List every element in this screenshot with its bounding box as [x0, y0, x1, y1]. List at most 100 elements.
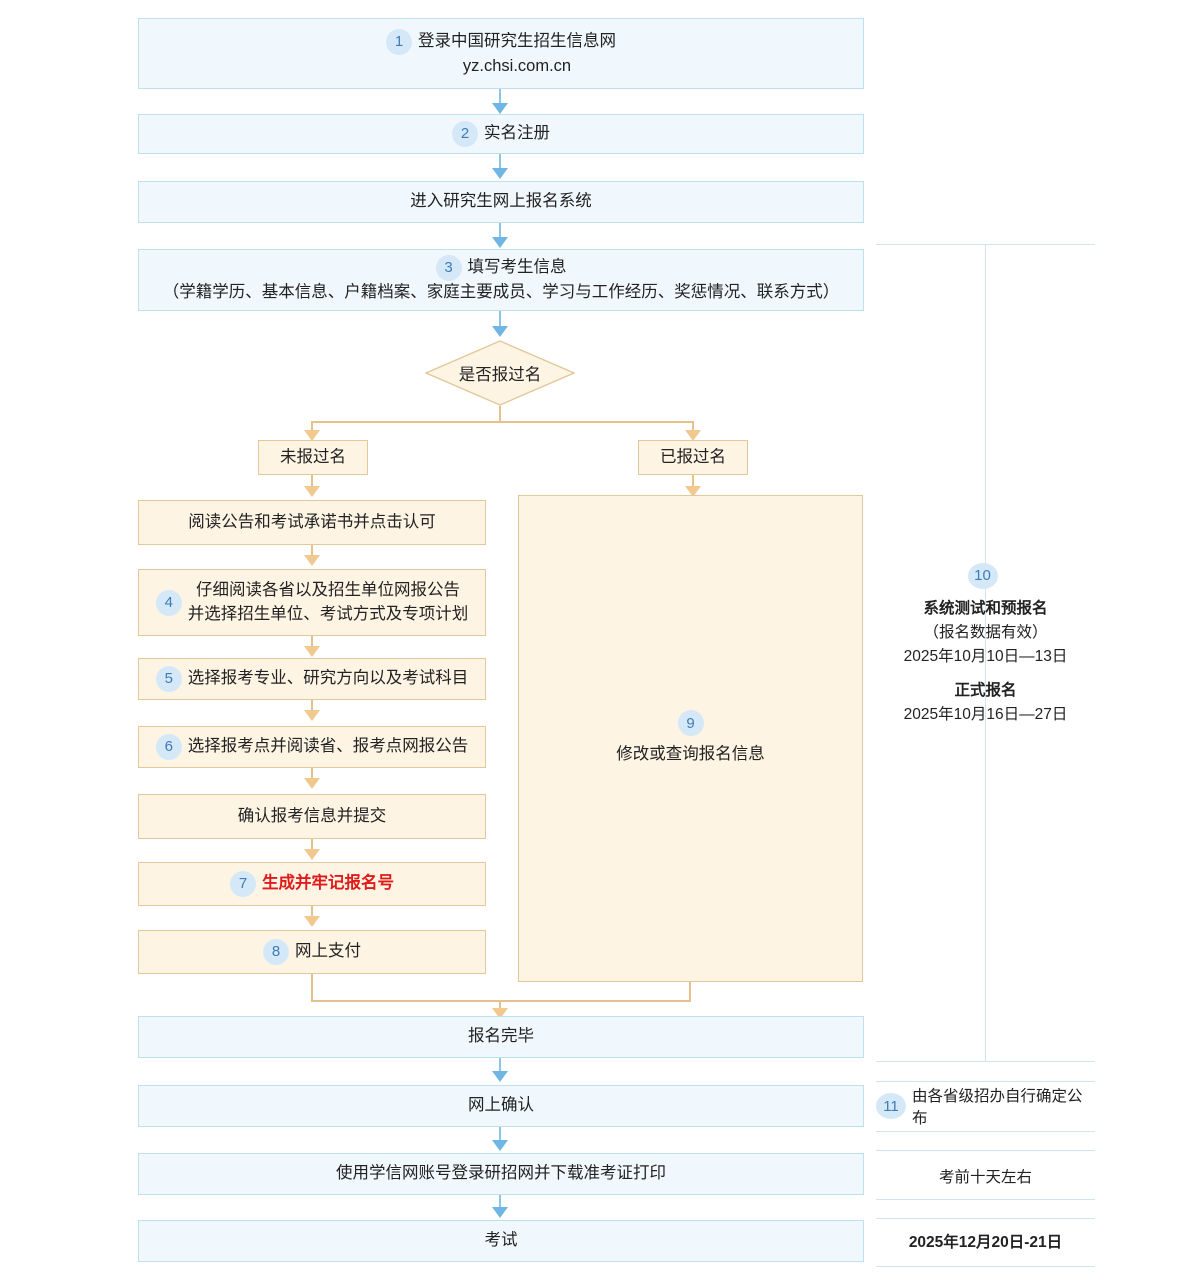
step-badge-5: 5: [155, 666, 182, 692]
arrow-l5-l6: [304, 849, 320, 860]
connector-decision-split: [499, 406, 501, 423]
connector-2-3: [499, 154, 501, 170]
annotation-formal-title: 正式报名: [954, 682, 1017, 700]
flow-node-download-admission-ticket[interactable]: 使用学信网账号登录研招网并下载准考证打印: [138, 1153, 864, 1195]
diamond-shape: [425, 340, 575, 406]
connector-3-4: [499, 223, 501, 240]
connector-payment-merge: [311, 974, 313, 1001]
arrow-3-4: [492, 237, 508, 248]
connector-f1-f2: [499, 1058, 501, 1073]
annotation-separator-2: [876, 1081, 1095, 1082]
flow-node-login-url: yz.chsi.com.cn: [462, 56, 572, 75]
flow-node-choose-major-label: 选择报考专业、研究方向以及考试科目: [187, 669, 469, 688]
flow-node-already-registered[interactable]: 已报过名: [638, 440, 748, 475]
connector-merge-down: [499, 1000, 501, 1010]
flow-node-generate-registration-number[interactable]: 7 生成并牢记报名号: [138, 862, 486, 906]
flow-node-online-confirmation-label: 网上确认: [468, 1096, 534, 1115]
flow-node-realname-register-label: 实名注册: [484, 124, 550, 143]
step-badge-8: 8: [263, 939, 289, 965]
arrow-merge-down: [492, 1008, 508, 1019]
flow-node-not-registered-label: 未报过名: [280, 447, 346, 466]
flow-node-read-province-unit-announcement[interactable]: 4 仔细阅读各省以及招生单位网报公告 并选择招生单位、考试方式及专项计划: [138, 569, 486, 636]
connector-merge-horizontal: [311, 1000, 691, 1002]
connector-right-branch-down: [692, 475, 694, 488]
flow-node-read-province-unit-line2: 并选择招生单位、考试方式及专项计划: [187, 604, 469, 623]
flow-node-confirm-submit[interactable]: 确认报考信息并提交: [138, 794, 486, 839]
flow-decision-label: 是否报过名: [458, 366, 542, 384]
connector-f2-f3: [499, 1127, 501, 1142]
connector-l6-l7: [311, 906, 313, 918]
flow-node-enter-system-label: 进入研究生网上报名系统: [410, 192, 592, 211]
flow-node-modify-query-info[interactable]: 9 修改或查询报名信息: [518, 495, 863, 982]
connector-4-decision: [499, 311, 501, 329]
flow-node-online-payment[interactable]: 8 网上支付: [138, 930, 486, 974]
flow-node-registration-complete-label: 报名完毕: [468, 1027, 534, 1046]
flow-node-fill-candidate-info-title: 填写考生信息: [467, 258, 567, 277]
connector-f3-f4: [499, 1195, 501, 1209]
step-badge-6: 6: [155, 734, 182, 760]
flow-node-enter-system[interactable]: 进入研究生网上报名系统: [138, 181, 864, 223]
flow-node-choose-exam-site-label: 选择报考点并阅读省、报考点网报公告: [187, 737, 469, 756]
connector-l3-l4: [311, 700, 313, 712]
annotation-separator-5: [876, 1199, 1095, 1200]
connector-l5-l6: [311, 839, 313, 851]
flow-node-generate-registration-number-label: 生成并牢记报名号: [262, 874, 394, 893]
flow-node-read-announcement[interactable]: 阅读公告和考试承诺书并点击认可: [138, 500, 486, 545]
flow-node-login-line1: 登录中国研究生招生信息网: [418, 31, 616, 50]
annotation-pretest-date: 2025年10月10日—13日: [903, 648, 1068, 666]
annotation-separator-1: [876, 1061, 1095, 1062]
annotation-pretest-sub: （报名数据有效）: [923, 624, 1048, 642]
flow-node-already-registered-label: 已报过名: [660, 447, 726, 466]
flow-node-choose-major[interactable]: 5 选择报考专业、研究方向以及考试科目: [138, 658, 486, 700]
flow-node-read-announcement-label: 阅读公告和考试承诺书并点击认可: [188, 512, 436, 531]
step-badge-9: 9: [677, 710, 704, 736]
connector-1-2: [499, 89, 501, 105]
connector-l2-l3: [311, 636, 313, 648]
connector-decision-right-drop: [692, 421, 694, 433]
flow-node-modify-query-info-label: 修改或查询报名信息: [616, 745, 765, 763]
annotation-registration-dates: 10 系统测试和预报名 （报名数据有效） 2025年10月10日—13日 正式报…: [876, 563, 1095, 727]
arrow-f1-f2: [492, 1071, 508, 1082]
flow-node-realname-register[interactable]: 2 实名注册: [138, 114, 864, 154]
flow-node-fill-candidate-info[interactable]: 3 填写考生信息 （学籍学历、基本信息、户籍档案、家庭主要成员、学习与工作经历、…: [138, 249, 864, 311]
annotation-separator-7: [876, 1266, 1095, 1267]
arrow-4-decision: [492, 326, 508, 337]
flow-node-exam[interactable]: 考试: [138, 1220, 864, 1262]
flow-node-read-province-unit-line1: 仔细阅读各省以及招生单位网报公告: [196, 580, 460, 599]
annotation-separator-6: [876, 1218, 1095, 1219]
connector-box9-merge: [689, 982, 691, 1001]
connector-l4-l5: [311, 768, 313, 780]
flow-node-online-confirmation[interactable]: 网上确认: [138, 1085, 864, 1127]
annotation-separator-3: [876, 1131, 1095, 1132]
flow-node-not-registered[interactable]: 未报过名: [258, 440, 368, 475]
arrow-l2-l3: [304, 646, 320, 657]
annotation-admit-card-label: 考前十天左右: [938, 1169, 1032, 1186]
step-badge-10: 10: [967, 563, 998, 589]
step-badge-2: 2: [452, 121, 478, 147]
annotation-confirmation-label: 由各省级招办自行确定公布: [912, 1088, 1083, 1127]
flow-node-login[interactable]: 1 登录中国研究生招生信息网 yz.chsi.com.cn: [138, 18, 864, 89]
annotation-exam-date: 2025年12月20日-21日: [876, 1231, 1095, 1255]
flow-node-exam-label: 考试: [484, 1231, 518, 1250]
arrow-1-2: [492, 103, 508, 114]
arrow-f3-f4: [492, 1207, 508, 1218]
arrow-left-branch: [304, 486, 320, 497]
flow-node-online-payment-label: 网上支付: [295, 942, 361, 961]
flow-node-confirm-submit-label: 确认报考信息并提交: [237, 806, 387, 825]
arrow-l1-l2: [304, 555, 320, 566]
annotation-separator-4: [876, 1150, 1095, 1151]
annotation-formal-date: 2025年10月16日—27日: [903, 706, 1068, 724]
flow-node-fill-candidate-info-detail: （学籍学历、基本信息、户籍档案、家庭主要成员、学习与工作经历、奖惩情况、联系方式…: [162, 283, 840, 302]
annotation-vertical-divider: [985, 244, 986, 1061]
flow-node-download-admission-ticket-label: 使用学信网账号登录研招网并下载准考证打印: [336, 1164, 666, 1183]
flow-node-choose-exam-site[interactable]: 6 选择报考点并阅读省、报考点网报公告: [138, 726, 486, 768]
arrow-l6-l7: [304, 916, 320, 927]
step-badge-1: 1: [386, 28, 412, 55]
annotation-admit-card: 考前十天左右: [876, 1166, 1095, 1190]
annotation-exam-date-label: 2025年12月20日-21日: [908, 1234, 1063, 1251]
connector-l1-l2: [311, 545, 313, 557]
flow-node-registration-complete[interactable]: 报名完毕: [138, 1016, 864, 1058]
flow-decision-registered-before[interactable]: 是否报过名: [425, 340, 575, 406]
annotation-pretest-title: 系统测试和预报名: [923, 600, 1048, 617]
